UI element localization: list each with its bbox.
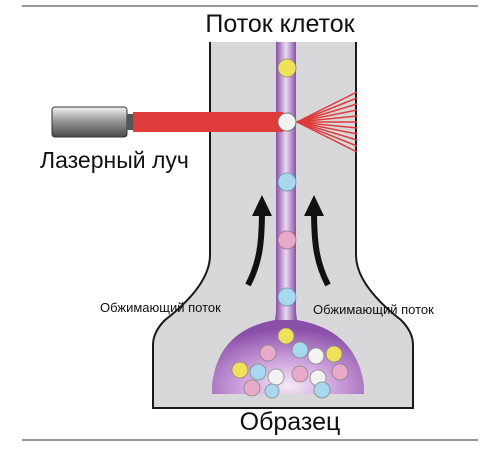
cell-blue	[277, 172, 297, 192]
cell-yellow	[277, 58, 297, 78]
sheath-flow-label-right: Обжимающий поток	[313, 302, 434, 317]
laser-aperture	[127, 114, 135, 130]
sheath-flow-label-left: Обжимающий поток	[100, 300, 221, 315]
sheath-arrow-right	[311, 207, 331, 287]
cell-blue	[277, 287, 297, 307]
scattered-light	[296, 91, 358, 153]
laser-source	[51, 106, 128, 138]
sheath-arrowhead-left	[252, 195, 272, 216]
cell-illuminated	[277, 112, 297, 132]
sheath-arrow-left	[245, 207, 265, 287]
sample-cells	[231, 327, 349, 399]
sample-label: Образец	[239, 408, 341, 436]
cell-pink	[277, 230, 297, 250]
laser-beam-label: Лазерный луч	[40, 147, 189, 173]
sheath-arrowhead-right	[304, 195, 324, 216]
laser-beam	[133, 112, 283, 132]
diagram-title: Поток клеток	[205, 10, 355, 38]
